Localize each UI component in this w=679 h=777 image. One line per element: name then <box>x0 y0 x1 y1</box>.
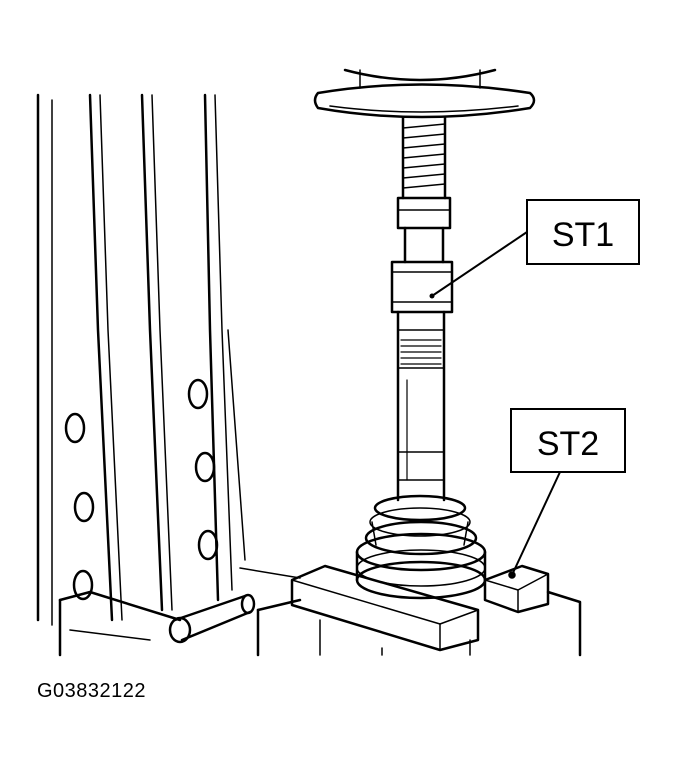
callout-st2: ST2 <box>510 408 626 473</box>
gear-assembly <box>355 494 487 600</box>
frame-hole <box>187 378 209 410</box>
st1-leader-line <box>431 231 528 297</box>
frame-hole <box>73 491 95 523</box>
callout-st2-label: ST2 <box>537 425 599 463</box>
callout-st1: ST1 <box>526 199 640 265</box>
callout-box <box>510 408 626 473</box>
drive-shaft <box>396 310 446 502</box>
callout-st1-label: ST1 <box>552 216 614 254</box>
press-base <box>239 567 582 657</box>
frame-hole <box>197 529 219 561</box>
st1-tool <box>390 196 454 314</box>
st2-support-blocks <box>290 564 550 652</box>
frame-hole <box>64 412 86 444</box>
frame-hole <box>194 451 216 483</box>
press-screw <box>401 116 447 200</box>
callout-box <box>526 199 640 265</box>
frame-hole <box>72 569 94 601</box>
st2-leader-line <box>511 471 561 576</box>
figure-code: G03832122 <box>37 680 147 702</box>
press-handwheel <box>313 68 536 119</box>
press-frame <box>36 93 256 657</box>
